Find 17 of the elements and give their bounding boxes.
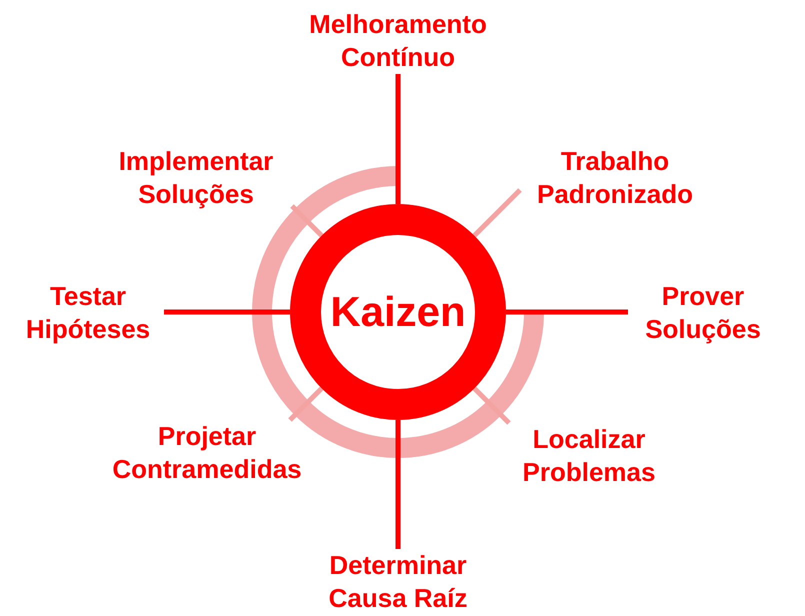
connector-line xyxy=(164,310,290,314)
label-text: Localizar Problemas xyxy=(522,424,656,487)
label-text: Melhoramento Contínuo xyxy=(309,9,487,72)
label-text: Projetar Contramedidas xyxy=(112,421,302,484)
connector-line xyxy=(396,420,400,549)
label-text: Trabalho Padronizado xyxy=(536,146,693,209)
label-text: Prover Soluções xyxy=(645,281,761,344)
connector-line xyxy=(472,386,511,425)
label-text: Kaizen xyxy=(330,288,466,336)
connector-line xyxy=(288,386,324,422)
connector-line xyxy=(396,74,400,204)
connector-line xyxy=(472,188,522,238)
connector-line xyxy=(506,310,628,314)
label-text: Implementar Soluções xyxy=(118,146,274,209)
label-text: Testar Hipóteses xyxy=(26,281,150,344)
label-text: Determinar Causa Raíz xyxy=(328,550,468,613)
connector-line xyxy=(290,204,324,238)
